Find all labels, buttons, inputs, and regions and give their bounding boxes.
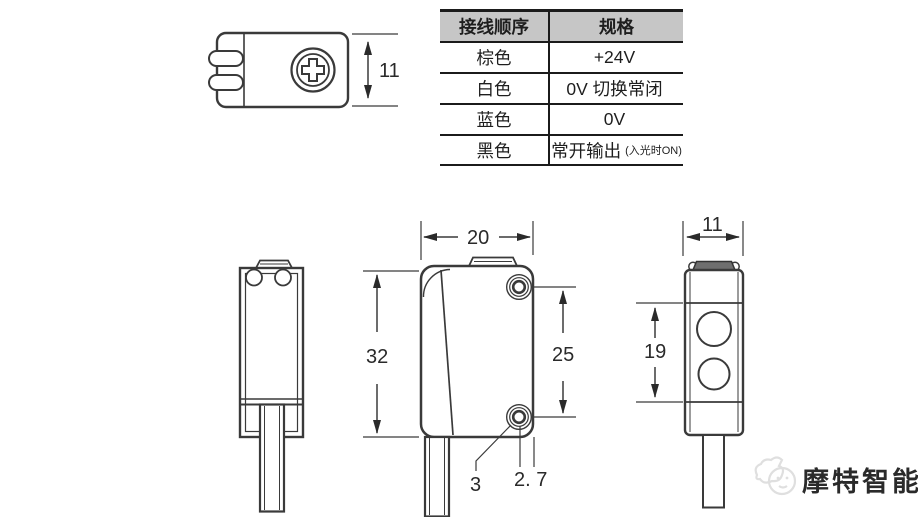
- watermark-logo-icon: [754, 456, 797, 496]
- spec-text: +24V: [593, 46, 636, 67]
- dim-lens-spacing: [636, 302, 683, 403]
- top-view-drawing: 11: [208, 31, 400, 109]
- lens-circle: [697, 357, 731, 391]
- dim-end-view-width: [682, 221, 744, 256]
- front-view-drawing: [238, 259, 305, 513]
- lens-circle: [274, 268, 292, 287]
- dim-side-view-width: [420, 221, 534, 260]
- spec-text: 常开输出: [551, 140, 622, 161]
- table-header-cell-wiring-order: 接线顺序: [440, 12, 550, 41]
- wiring-table: 接线顺序 规格 棕色 +24V 白色 0V 切换常闭 蓝色 0V 黑色 常开输出…: [440, 9, 683, 167]
- top-cap: [691, 260, 737, 271]
- wire-color-cell: 蓝色: [440, 104, 550, 134]
- dim-label-end-view-width: 11: [702, 214, 723, 236]
- spec-text: 0V: [603, 108, 626, 129]
- lens-circle: [696, 311, 732, 347]
- cable: [258, 403, 286, 513]
- spec-text: 0V 切换常闭: [566, 78, 663, 99]
- watermark-text: 摩特智能: [802, 466, 918, 497]
- spec-cell: 0V 切换常闭: [550, 74, 683, 103]
- dim-hole-diameter-leader: [475, 424, 512, 471]
- wire-color-cell: 白色: [440, 73, 550, 103]
- mounting-hole-icon: [506, 404, 533, 431]
- dim-label-lens-spacing: 19: [644, 341, 666, 363]
- table-header-cell-spec: 规格: [599, 16, 634, 37]
- mounting-lug-icon: [208, 74, 244, 91]
- spec-cell: 0V: [550, 105, 683, 134]
- dim-label-side-view-width: 20: [467, 227, 489, 249]
- table-row: 白色 0V 切换常闭: [440, 73, 683, 105]
- dim-label-hole-diameter: 3: [470, 474, 481, 496]
- cable: [423, 435, 451, 517]
- spec-note: (入光时ON): [625, 145, 682, 157]
- mounting-hole-icon: [506, 274, 533, 301]
- dim-label-side-view-height: 32: [366, 346, 388, 368]
- wire-color-cell: 黑色: [440, 135, 550, 165]
- dim-top-view-height: [352, 33, 398, 107]
- table-row: 蓝色 0V: [440, 104, 683, 136]
- cable: [702, 434, 725, 509]
- side-view-drawing: 20 32 25 2. 7 3: [363, 221, 576, 517]
- dim-label-top-view-height: 11: [379, 60, 400, 82]
- table-row: 棕色 +24V: [440, 42, 683, 74]
- dim-hole-edge-offset: [519, 426, 535, 467]
- spec-cell: +24V: [550, 43, 683, 72]
- adjuster-screw-icon: [290, 47, 336, 93]
- mounting-lug-icon: [208, 50, 244, 67]
- lens-circle: [245, 268, 263, 287]
- dim-label-hole-edge-offset: 2. 7: [514, 469, 547, 491]
- watermark: 摩特智能: [754, 456, 918, 497]
- dim-side-view-height: [363, 270, 419, 438]
- dim-hole-spacing: [533, 286, 576, 418]
- dim-label-hole-spacing: 25: [552, 344, 574, 366]
- spec-cell: 常开输出(入光时ON): [550, 136, 683, 165]
- table-header-row: 接线顺序 规格: [440, 12, 683, 43]
- wire-color-cell: 棕色: [440, 42, 550, 72]
- end-view-drawing: 11 19: [636, 214, 745, 509]
- table-row: 黑色 常开输出(入光时ON): [440, 135, 683, 167]
